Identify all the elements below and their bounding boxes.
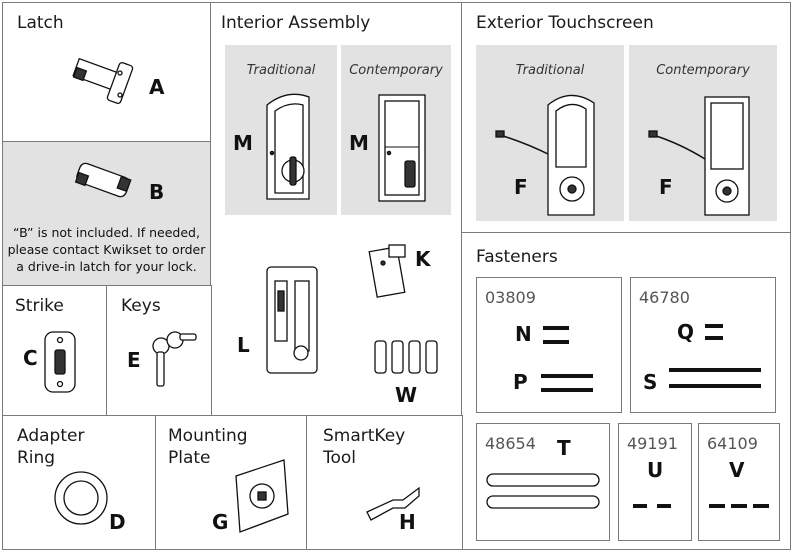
fasteners-title: Fasteners <box>476 247 558 267</box>
fastener-code-49191: 49191 <box>627 434 678 453</box>
fastener-n-screws <box>543 326 569 344</box>
interior-traditional-lock <box>266 93 310 200</box>
fastener-box-48654: 48654 T <box>476 423 610 541</box>
fastener-code-48654: 48654 <box>485 434 536 453</box>
interior-title: Interior Assembly <box>221 13 371 33</box>
adapter-ring-illustration <box>54 471 108 525</box>
keys-letter: E <box>127 348 141 372</box>
fastener-box-49191: 49191 U <box>618 423 692 541</box>
exterior-contemporary-label: Contemporary <box>656 63 750 78</box>
smartkey-section: SmartKey Tool H <box>306 415 463 550</box>
adapter-section: Adapter Ring D <box>2 415 157 550</box>
mounting-title-line1: Mounting <box>168 426 248 446</box>
interior-k-illustration <box>368 244 406 298</box>
exterior-title: Exterior Touchscreen <box>476 13 654 33</box>
fastener-box-64109: 64109 V <box>698 423 780 541</box>
smartkey-title-line1: SmartKey <box>323 426 406 446</box>
smartkey-letter: H <box>399 510 416 534</box>
fastener-t-bolts <box>486 473 600 509</box>
latch-note-line2: please contact Kwikset to order <box>7 242 206 257</box>
interior-contemporary-letter: M <box>349 131 369 155</box>
fastener-s-screws <box>669 368 761 388</box>
strike-section: Strike C <box>2 285 108 417</box>
mounting-title-line2: Plate <box>168 448 211 468</box>
fastener-t-label: T <box>557 436 571 460</box>
fastener-box-46780: 46780 Q S <box>630 277 776 413</box>
latch-b-label: B <box>149 180 165 204</box>
smartkey-title-line2: Tool <box>323 448 357 468</box>
fastener-v-label: V <box>729 458 745 482</box>
interior-contemporary-label: Contemporary <box>349 63 443 78</box>
exterior-contemporary-panel: Contemporary F <box>629 45 777 221</box>
mounting-section: Mounting Plate G <box>155 415 308 550</box>
interior-k-label: K <box>415 247 431 271</box>
fastener-n-label: N <box>515 322 532 346</box>
latch-note-line1: “B” is not included. If needed, <box>13 225 200 240</box>
exterior-section: Exterior Touchscreen Traditional F Conte… <box>461 2 791 234</box>
interior-contemporary-panel: Contemporary M <box>341 45 451 215</box>
fasteners-section: Fasteners 03809 N P 46780 Q S 48654 T <box>461 232 791 550</box>
interior-l-illustration <box>266 266 318 374</box>
strike-illustration <box>44 331 76 393</box>
latch-section: Latch A B “B” is not included. If needed… <box>2 2 212 287</box>
exterior-traditional-letter: F <box>514 175 528 199</box>
strike-title: Strike <box>15 296 64 316</box>
interior-traditional-label: Traditional <box>246 63 316 78</box>
fastener-code-64109: 64109 <box>707 434 758 453</box>
latch-note-line3: a drive-in latch for your lock. <box>16 259 197 274</box>
interior-contemporary-lock <box>378 94 426 202</box>
fastener-code-03809: 03809 <box>485 288 536 307</box>
exterior-contemporary-letter: F <box>659 175 673 199</box>
fastener-u-label: U <box>647 458 664 482</box>
adapter-title-line1: Adapter <box>17 426 85 446</box>
fastener-code-46780: 46780 <box>639 288 690 307</box>
adapter-title-line2: Ring <box>17 448 56 468</box>
mounting-plate-illustration <box>235 459 289 533</box>
keys-section: Keys E <box>106 285 212 417</box>
mounting-letter: G <box>212 510 229 534</box>
fastener-v-screws <box>709 504 769 508</box>
latch-b-illustration <box>74 162 132 198</box>
fastener-box-03809: 03809 N P <box>476 277 622 413</box>
interior-traditional-panel: Traditional M <box>225 45 337 215</box>
latch-b-panel: B “B” is not included. If needed, please… <box>3 141 210 286</box>
interior-section: Interior Assembly Traditional M Contempo… <box>210 2 463 417</box>
exterior-contemporary-lock <box>648 96 750 216</box>
strike-letter: C <box>23 346 38 370</box>
keys-illustration <box>152 331 197 387</box>
fastener-p-label: P <box>513 370 528 394</box>
interior-w-label: W <box>395 383 418 407</box>
keys-title: Keys <box>121 296 161 316</box>
latch-a-illustration <box>72 57 134 104</box>
latch-a-label: A <box>149 75 165 99</box>
fastener-q-screws <box>705 324 723 340</box>
fastener-p-screws <box>541 374 593 392</box>
exterior-traditional-label: Traditional <box>515 63 585 78</box>
adapter-letter: D <box>109 510 126 534</box>
interior-l-label: L <box>237 333 250 357</box>
latch-b-note: “B” is not included. If needed, please c… <box>3 224 210 275</box>
interior-w-batteries <box>374 340 438 374</box>
exterior-traditional-panel: Traditional F <box>476 45 624 221</box>
interior-traditional-letter: M <box>233 131 253 155</box>
exterior-traditional-lock <box>495 94 595 216</box>
latch-title: Latch <box>17 13 64 33</box>
fastener-u-screws <box>633 504 671 508</box>
fastener-s-label: S <box>643 370 658 394</box>
smartkey-tool-illustration <box>366 486 420 521</box>
fastener-q-label: Q <box>677 320 695 344</box>
